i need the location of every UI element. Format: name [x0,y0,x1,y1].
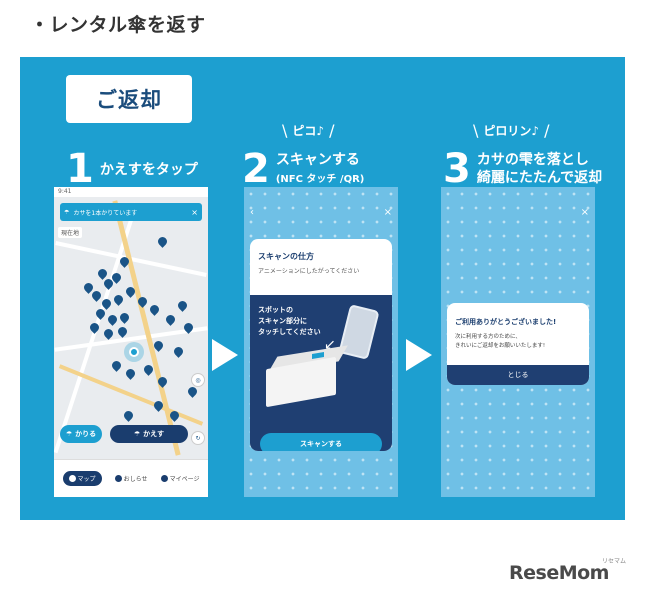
step-text: かえすをタップ [99,162,198,178]
phone-top-bar: × [447,207,589,218]
slash-icon: / [544,121,550,140]
umbrella-icon: ☂ [65,430,73,438]
step-text: カサの雫を落とし 綺麗にたたんで返却 [477,149,602,187]
card-subtitle: アニメーションにしたがってください [258,268,360,275]
sound-text: ピロリン♪ [483,124,540,138]
panel-title: ご返却 [96,88,162,112]
umbrella-icon: ☂ [133,430,141,438]
dialog-body: 次に利用する方のために、 きれいにご返却をお願いいたします! [447,333,589,351]
resemom-logo-kana: リセマム [602,558,627,565]
spot-pin[interactable] [156,235,169,248]
slash-icon: \ [473,121,479,140]
step-text-line2: 綺麗にたたんで返却 [476,170,603,186]
sound-text: ピコ♪ [292,124,325,138]
instruction-panel: ご返却 \ ピコ♪ / \ ピロリン♪ / 1 かえすをタップ 2 スキャンする… [20,57,625,520]
curved-arrow-icon: ↙ [324,337,336,353]
close-icon[interactable]: × [580,207,589,218]
illustration-text: スポットの スキャン部分に タッチしてください [258,305,321,338]
refresh-icon[interactable]: ↻ [191,431,205,445]
borrow-button[interactable]: ☂ かりる [60,425,102,443]
step-1-heading: 1 かえすをタップ [66,149,198,189]
map-pin-icon [68,475,76,482]
step-number: 1 [66,146,94,192]
person-icon [160,475,168,482]
tab-map[interactable]: マップ [62,471,102,486]
illus-line: タッチしてください [258,328,321,336]
spot-pin[interactable] [116,325,129,338]
card-title: スキャンの仕方 [258,252,314,261]
tab-mypage[interactable]: マイページ [160,474,200,483]
spot-pin[interactable] [110,359,123,372]
step-text: スキャンする (NFC タッチ /QR) [276,149,365,189]
close-button[interactable]: とじる [447,365,589,385]
scan-illustration: スポットの スキャン部分に タッチしてください ↙ スキャンする [250,295,392,451]
spot-pin[interactable] [106,313,119,326]
tab-label: マイページ [169,476,200,483]
spot-pin[interactable] [102,327,115,340]
phone-top-bar: ‹ × [250,207,392,218]
location-icon[interactable]: ◎ [191,373,205,387]
spot-pin[interactable] [122,409,135,422]
map-view[interactable]: ☂ カサを1本かりています × 現在地 [54,197,208,459]
step-text-sub: (NFC タッチ /QR) [275,174,365,185]
title-box: ご返却 [66,75,192,123]
arrow-right-icon [406,339,432,371]
completion-dialog: ご利用ありがとうございました! 次に利用する方のために、 きれいにご返却をお願い… [447,303,589,385]
step-text-main: スキャンする [275,152,360,168]
spot-pin[interactable] [186,385,199,398]
current-location-marker [129,347,139,357]
spot-pin[interactable] [148,303,161,316]
rental-banner[interactable]: ☂ カサを1本かりています × [60,203,202,221]
resemom-logo: ReseMom [509,562,609,584]
bell-icon [114,475,122,482]
phone-complete-screen: × ご利用ありがとうございました! 次に利用する方のために、 きれいにご返却をお… [441,187,595,497]
status-bar: 9:41 [54,187,208,197]
smartphone-icon [338,304,380,360]
step-number: 2 [242,146,270,192]
close-icon[interactable]: × [383,207,392,218]
illus-line: スキャン部分に [258,317,307,325]
slash-icon: \ [282,121,288,140]
spot-pin[interactable] [90,289,103,302]
close-icon[interactable]: × [191,207,198,217]
body-line: きれいにご返却をお願いいたします! [455,343,546,349]
step-2-heading: 2 スキャンする (NFC タッチ /QR) [242,149,364,189]
phone-scan-screen: ‹ × スキャンの仕方 アニメーションにしたがってください スポットの スキャン… [244,187,398,497]
body-line: 次に利用する方のために、 [455,334,521,340]
tab-label: おしらせ [123,476,148,483]
step-text-line1: カサの雫を落とし [476,152,589,168]
slash-icon: / [329,121,335,140]
sound-label-step2: \ ピコ♪ / [282,121,334,140]
phone-map-screen: 9:41 ☂ カサを1本かりています × 現在地 [54,187,208,497]
spot-pin[interactable] [124,367,137,380]
return-label: かえす [143,430,165,438]
step-number: 3 [443,146,471,192]
return-button[interactable]: ☂ かえす [110,425,188,443]
tab-bar: マップ おしらせ マイページ [54,459,208,497]
back-icon[interactable]: ‹ [250,207,254,218]
tab-label: マップ [77,476,96,483]
tab-news[interactable]: おしらせ [114,474,148,483]
current-location-control[interactable]: 現在地 [58,227,83,238]
scan-instruction-card: スキャンの仕方 アニメーションにしたがってください スポットの スキャン部分に … [250,239,392,451]
illus-line: スポットの [258,306,293,314]
spot-pin[interactable] [118,311,131,324]
page-heading: ・レンタル傘を返す [30,14,206,36]
step-3-heading: 3 カサの雫を落とし 綺麗にたたんで返却 [443,149,602,189]
sound-label-step3: \ ピロリン♪ / [473,121,549,140]
spot-pin[interactable] [176,299,189,312]
spot-pin[interactable] [112,293,125,306]
banner-text: カサを1本かりています [73,209,138,217]
scan-button[interactable]: スキャンする [260,433,382,451]
arrow-right-icon [212,339,238,371]
spot-pin[interactable] [164,313,177,326]
thanks-message: ご利用ありがとうございました! [455,318,557,326]
spot-pin[interactable] [172,345,185,358]
umbrella-icon: ☂ [64,208,70,216]
borrow-label: かりる [75,430,97,438]
